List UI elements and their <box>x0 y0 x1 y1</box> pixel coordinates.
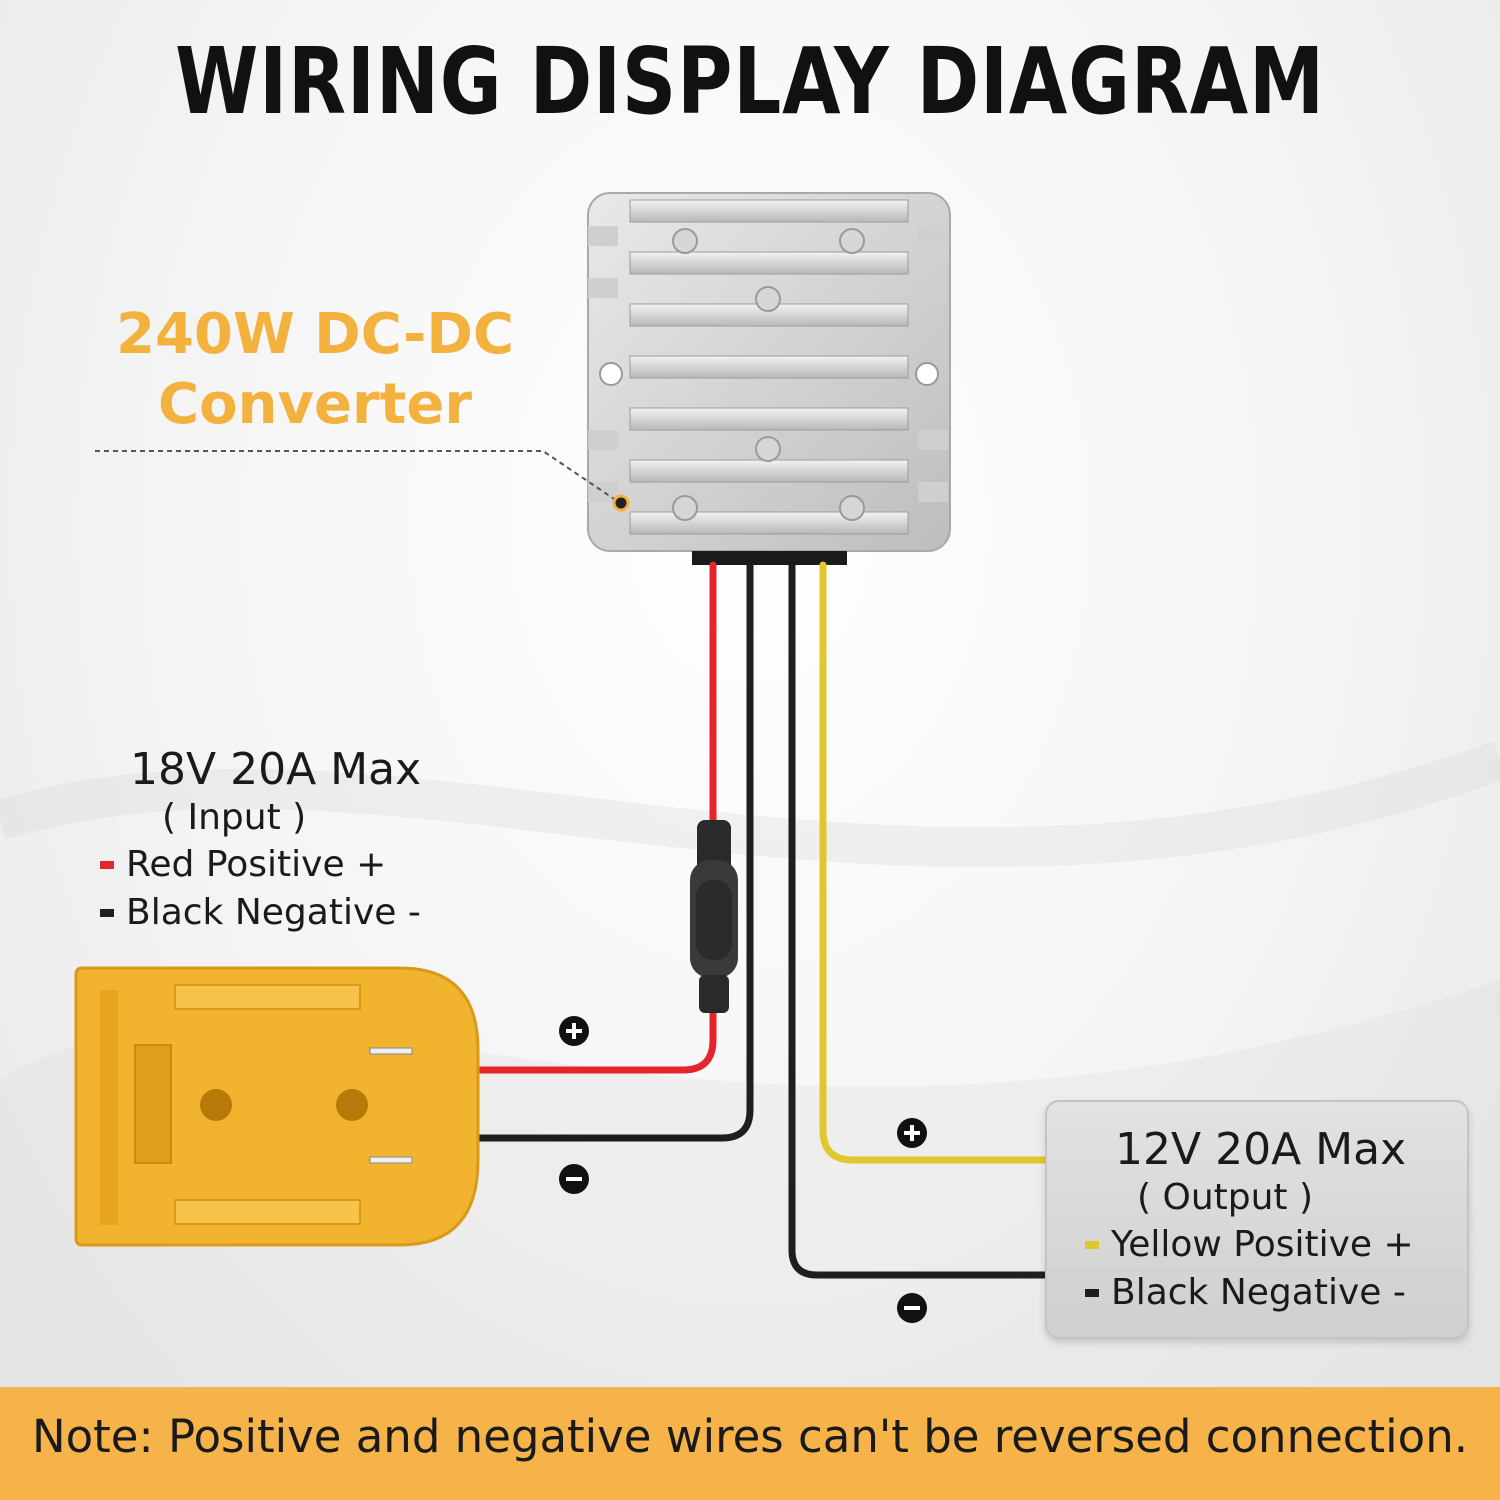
wires <box>476 561 1049 1279</box>
input-sub: ( Input ) <box>162 797 307 838</box>
output-device <box>1045 1100 1469 1339</box>
output-black-wire <box>788 561 1049 1279</box>
page-title: WIRING DISPLAY DIAGRAM <box>175 28 1325 135</box>
converter-label-line2: Converter <box>158 372 472 437</box>
converter-leader-line <box>95 450 630 512</box>
input-positive-row: Red Positive + <box>100 841 421 889</box>
input-positive-label: Red Positive + <box>126 844 387 885</box>
cable-gland <box>692 551 847 565</box>
mount-hole-right <box>915 362 939 386</box>
output-negative-row: Black Negative - <box>1085 1269 1414 1317</box>
output-negative-label: Black Negative - <box>1111 1272 1406 1313</box>
output-sub: ( Output ) <box>1137 1177 1314 1218</box>
output-rating: 12V 20A Max <box>1115 1124 1407 1175</box>
screws <box>672 228 865 521</box>
input-black-wire <box>476 561 754 1142</box>
black-square-icon <box>1085 1289 1099 1297</box>
input-spec: 18V 20A Max ( Input ) Red Positive + Bla… <box>100 745 421 937</box>
input-negative-row: Black Negative - <box>100 889 421 937</box>
converter-label-line1: 240W DC-DC <box>116 302 514 367</box>
minus-icon <box>897 1293 927 1323</box>
minus-icon <box>559 1164 589 1194</box>
heatsink-fins <box>588 199 948 535</box>
yellow-square-icon <box>1085 1241 1099 1249</box>
converter-label: 240W DC-DC Converter <box>90 300 540 440</box>
input-rating: 18V 20A Max <box>130 744 422 795</box>
black-square-icon <box>100 909 114 917</box>
mount-hole-left <box>599 362 623 386</box>
note-text: Note: Positive and negative wires can't … <box>31 1410 1469 1463</box>
plus-icon <box>559 1016 589 1046</box>
battery-adapter <box>74 966 480 1247</box>
note-bar <box>0 1387 1500 1500</box>
output-spec: 12V 20A Max ( Output ) Yellow Positive +… <box>1085 1125 1414 1317</box>
inline-fuse-holder <box>690 820 738 1013</box>
dc-dc-converter <box>587 192 951 565</box>
red-square-icon <box>100 861 114 869</box>
input-red-wire <box>476 561 717 1074</box>
input-negative-label: Black Negative - <box>126 892 421 933</box>
output-positive-row: Yellow Positive + <box>1085 1221 1414 1269</box>
plus-icon <box>897 1118 927 1148</box>
polarity-markers <box>559 1016 927 1323</box>
output-yellow-wire <box>819 561 1049 1164</box>
output-positive-label: Yellow Positive + <box>1111 1224 1414 1265</box>
